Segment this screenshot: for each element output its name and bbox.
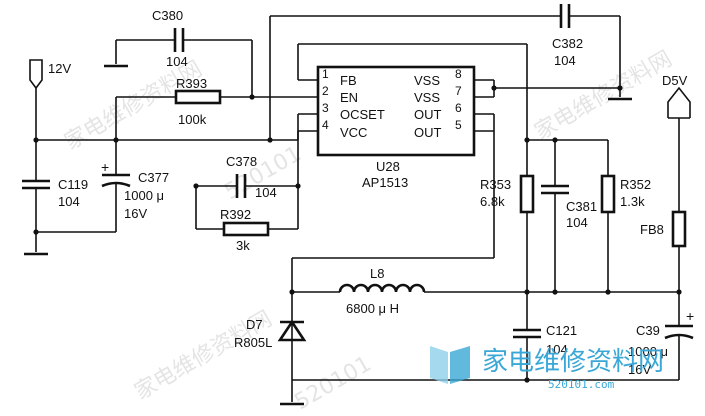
r392-ref: R392 [220, 207, 251, 222]
r392-value: 3k [236, 238, 250, 253]
ic-u28-body [316, 65, 476, 157]
ic-pin-2-num: 2 [322, 84, 329, 98]
l8-value: 6800 μ H [346, 301, 399, 316]
fb8-body [671, 210, 687, 248]
watermark-logo: 家电维修资料网 520101.com [430, 346, 664, 391]
ic-pin-1-name: FB [340, 73, 357, 88]
c382-value: 104 [554, 53, 576, 68]
svg-text:+: + [101, 159, 109, 175]
ic-pin-7-num: 7 [455, 84, 462, 98]
d7-diode-body [277, 319, 307, 342]
book-icon-right [450, 346, 470, 384]
c381-ref: C381 [566, 199, 597, 214]
c119-value: 104 [58, 194, 80, 209]
c382-ref: C382 [552, 36, 583, 51]
svg-text:+: + [686, 308, 694, 324]
c378-ref: C378 [226, 154, 257, 169]
c380-ref: C380 [152, 8, 183, 23]
c381-value: 104 [566, 215, 588, 230]
watermark-logo-url: 520101.com [548, 378, 615, 391]
ic-pin-6-name: OUT [414, 107, 442, 122]
book-icon [430, 346, 448, 384]
ic-pin-8-name: VSS [414, 73, 440, 88]
l8-coil [338, 283, 426, 293]
d7-value: R805L [234, 335, 272, 350]
watermark-logo-text: 家电维修资料网 [482, 347, 664, 377]
watermark-text-2: 家电维修资料网 [531, 47, 677, 146]
r352-body [600, 174, 616, 214]
r352-ref: R352 [620, 177, 651, 192]
ic-ref-label: U28 [376, 159, 400, 174]
ic-part-label: AP1513 [362, 175, 408, 190]
c119-ref: C119 [58, 177, 88, 192]
r393-value: 100k [178, 112, 207, 127]
r353-value: 6.8k [480, 194, 505, 209]
c380-value: 104 [166, 54, 188, 69]
c39-voltage: 16V [628, 362, 651, 377]
r393-ref: R393 [176, 76, 207, 91]
r392-body [222, 221, 270, 237]
l8-ref: L8 [370, 266, 384, 281]
d7-ref: D7 [246, 317, 263, 332]
ic-pin-7-name: VSS [414, 90, 440, 105]
c378-value: 104 [255, 185, 277, 200]
c39-ref: C39 [636, 323, 660, 338]
ic-pin-3-name: OCSET [340, 107, 385, 122]
r353-ref: R353 [480, 177, 511, 192]
ic-pin-1-num: 1 [322, 67, 329, 81]
output-port-d5v-text: D5V [662, 73, 688, 88]
ic-pin-4-num: 4 [322, 118, 329, 132]
c377-voltage: 16V [124, 206, 147, 221]
ic-pin-3-num: 3 [322, 101, 329, 115]
output-port-d5v-symbol [667, 86, 691, 118]
ic-pin-8-num: 8 [455, 67, 462, 81]
c377-ref: C377 [138, 170, 169, 185]
c121-ref: C121 [546, 323, 577, 338]
input-port-12v-symbol [29, 59, 43, 90]
c121-value: 104 [546, 342, 568, 357]
r353-body [519, 174, 535, 214]
r352-value: 1.3k [620, 194, 645, 209]
ic-pin-2-name: EN [340, 90, 358, 105]
watermark-num-2: 520101 [291, 352, 376, 416]
fb8-ref: FB8 [640, 222, 664, 237]
ic-pin-5-name: OUT [414, 125, 442, 140]
c39-value: 1000 μ [628, 344, 668, 359]
input-port-12v-label: 12V [48, 61, 71, 76]
ic-pin-4-name: VCC [340, 125, 367, 140]
c377-value: 1000 μ [124, 188, 164, 203]
ic-pin-5-num: 5 [455, 118, 462, 132]
r393-body [174, 89, 222, 105]
ic-pin-6-num: 6 [455, 101, 462, 115]
